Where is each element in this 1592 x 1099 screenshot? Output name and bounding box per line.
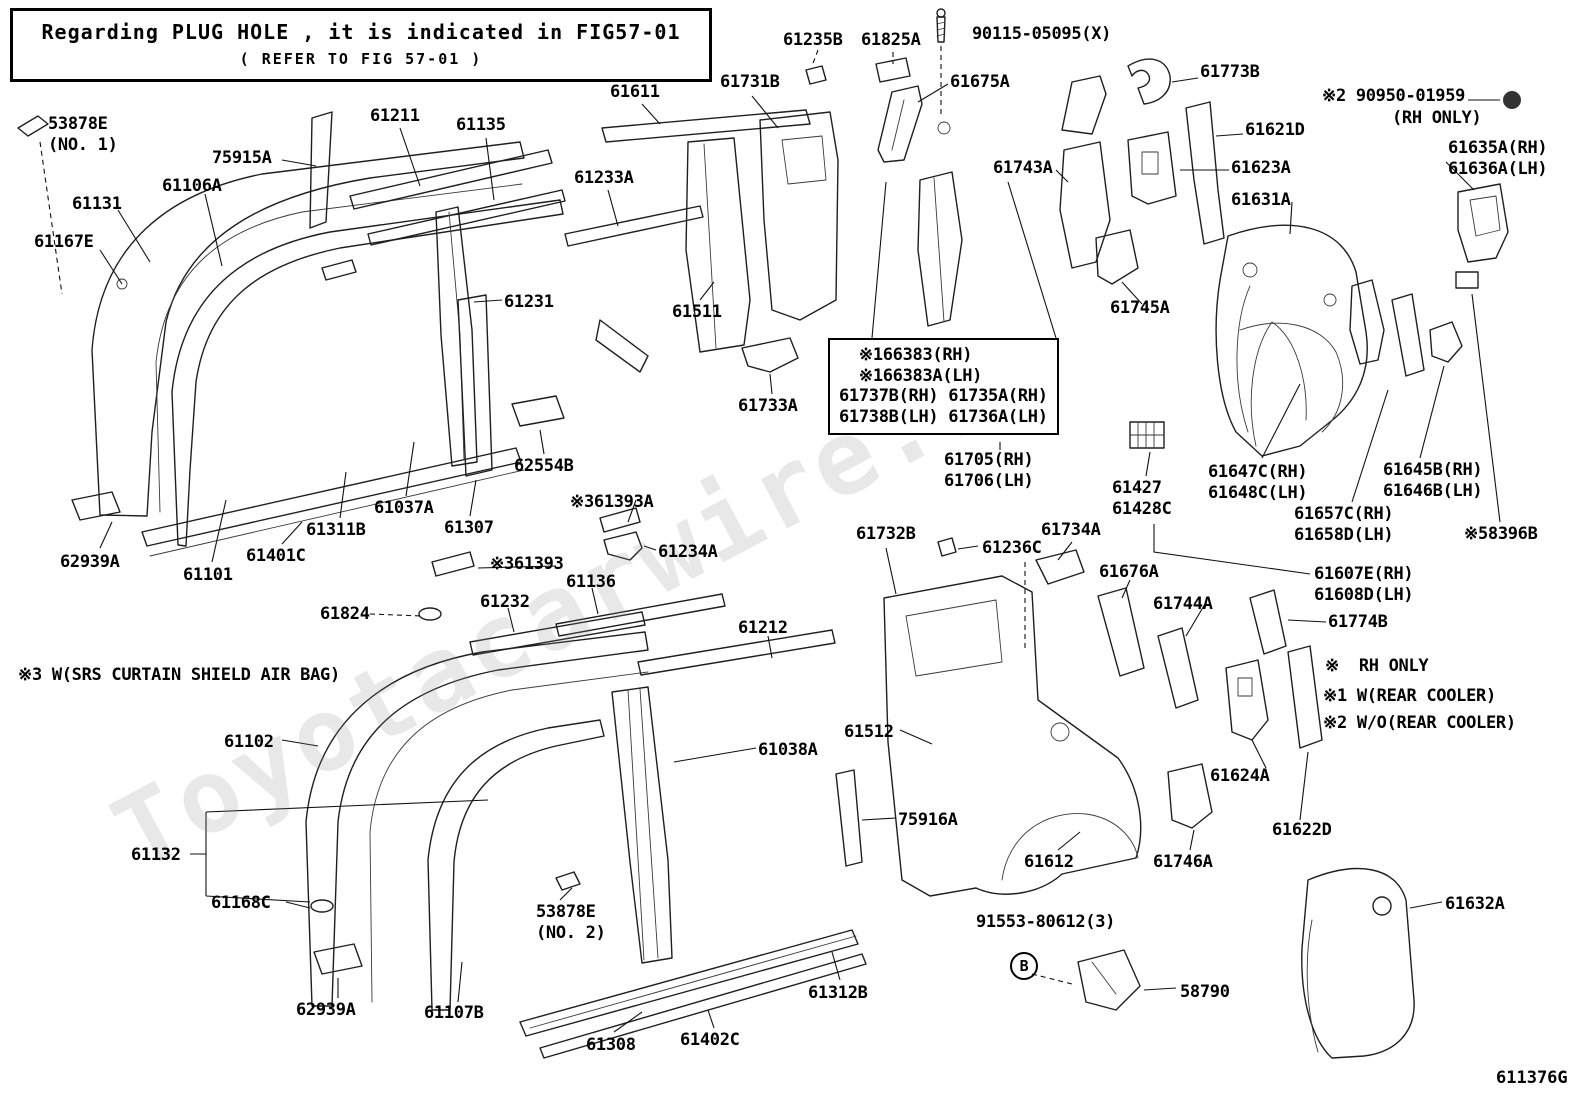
part-label-61705rh: 61705(RH)61706(LH) [944, 450, 1034, 491]
part-label-61624a: 61624A [1210, 766, 1270, 786]
part-label-61657crh: 61657C(RH)61658D(LH) [1294, 504, 1394, 545]
part-label-61038a: 61038A [758, 740, 818, 760]
part-label-61746a: 61746A [1153, 852, 1213, 872]
part-label-61512: 61512 [844, 722, 894, 742]
part-label-61635arh: 61635A(RH)61636A(LH) [1448, 138, 1548, 179]
part-label-61168c: 61168C [211, 893, 271, 913]
part-label-61731b: 61731B [720, 72, 780, 92]
part-label-61402c: 61402C [680, 1030, 740, 1050]
part-label-61135: 61135 [456, 115, 506, 135]
part-label-61233a: 61233A [574, 168, 634, 188]
part-label-1wrearcooler: ※1 W(REAR COOLER) [1323, 686, 1496, 706]
part-label-61825a: 61825A [861, 30, 921, 50]
part-label-61744a: 61744A [1153, 594, 1213, 614]
part-label-58396b: ※58396B [1464, 524, 1538, 544]
part-label-75915a: 75915A [212, 148, 272, 168]
part-label-58790: 58790 [1180, 982, 1230, 1002]
part-label-61631a: 61631A [1231, 190, 1291, 210]
leader-lines [99, 77, 1501, 1033]
part-label-361393: ※361393 [490, 554, 564, 574]
part-label-61037a: 61037A [374, 498, 434, 518]
part-label-29095001959: ※2 90950-01959 [1322, 86, 1466, 106]
part-label-b: B [1010, 952, 1038, 980]
part-label-62939a: 62939A [296, 1000, 356, 1020]
part-label-62554b: 62554B [514, 456, 574, 476]
part-label-61774b: 61774B [1328, 612, 1388, 632]
part-label-361393a: ※361393A [570, 492, 654, 512]
part-label-61676a: 61676A [1099, 562, 1159, 582]
part-label-61732b: 61732B [856, 524, 916, 544]
part-label-61235b: 61235B [783, 30, 843, 50]
part-label-61623a: 61623A [1231, 158, 1291, 178]
part-label-61236c: 61236C [982, 538, 1042, 558]
part-label-53878e: 53878E(NO. 2) [536, 902, 606, 943]
part-label-61622d: 61622D [1272, 820, 1332, 840]
part-label-61773b: 61773B [1200, 62, 1260, 82]
part-label-61733a: 61733A [738, 396, 798, 416]
part-label-61211: 61211 [370, 106, 420, 126]
part-label-rhonly: ※ RH ONLY [1325, 656, 1429, 676]
quarter-panel-sketch [883, 537, 1323, 1011]
part-label-61231: 61231 [504, 292, 554, 312]
part-label-166383rh: ※166383(RH) ※166383A(LH)61737B(RH) 61735… [828, 338, 1059, 435]
part-label-61511: 61511 [672, 302, 722, 322]
part-label-61136: 61136 [566, 572, 616, 592]
part-label-61632a: 61632A [1445, 894, 1505, 914]
part-label-61621d: 61621D [1245, 120, 1305, 140]
part-label-61212: 61212 [738, 618, 788, 638]
part-label-2worearcooler: ※2 W/O(REAR COOLER) [1323, 713, 1516, 733]
inner-bracket-cluster-sketch [877, 58, 1225, 449]
part-label-61102: 61102 [224, 732, 274, 752]
part-label-61612: 61612 [1024, 852, 1074, 872]
rear-wheelhouse-sketch [1215, 91, 1521, 457]
front-pillar-frame-sketch [17, 111, 704, 557]
part-label-61734a: 61734A [1041, 520, 1101, 540]
part-label-61743a: 61743A [993, 158, 1053, 178]
center-pillar-sketch [595, 8, 946, 373]
rear-inner-panel-sketch [1301, 867, 1415, 1059]
part-label-61132: 61132 [131, 845, 181, 865]
part-label-91553806123: 91553-80612(3) [976, 912, 1116, 932]
part-label-61234a: 61234A [658, 542, 718, 562]
part-label-61645brh: 61645B(RH)61646B(LH) [1383, 460, 1483, 501]
part-label-9011505095x: 90115-05095(X) [972, 24, 1112, 44]
part-label-62939a: 62939A [60, 552, 120, 572]
part-label-61607erh: 61607E(RH)61608D(LH) [1314, 564, 1414, 605]
plug-hole-note-line2: ( REFER TO FIG 57-01 ) [239, 50, 483, 68]
part-label-61107b: 61107B [424, 1003, 484, 1023]
part-label-61307: 61307 [444, 518, 494, 538]
part-label-61131: 61131 [72, 194, 122, 214]
part-label-61101: 61101 [183, 565, 233, 585]
part-label-61312b: 61312B [808, 983, 868, 1003]
part-label-61167e: 61167E [34, 232, 94, 252]
part-label-61311b: 61311B [306, 520, 366, 540]
part-label-61401c: 61401C [246, 546, 306, 566]
part-label-75916a: 75916A [898, 810, 958, 830]
part-label-61824: 61824 [320, 604, 370, 624]
part-label-rhonly: (RH ONLY) [1392, 108, 1482, 128]
part-label-61611: 61611 [610, 82, 660, 102]
plug-hole-note-line1: Regarding PLUG HOLE , it is indicated in… [41, 20, 681, 44]
part-label-61232: 61232 [480, 592, 530, 612]
plug-hole-note-box: Regarding PLUG HOLE , it is indicated in… [10, 8, 712, 82]
part-label-61745a: 61745A [1110, 298, 1170, 318]
part-label-61308: 61308 [586, 1035, 636, 1055]
part-label-61106a: 61106A [162, 176, 222, 196]
lower-door-frame-sketch [305, 507, 867, 1059]
part-label-53878e: 53878E(NO. 1) [48, 114, 118, 155]
dashed-construction-lines [39, 46, 1073, 985]
figure-code: 611376G [1496, 1068, 1568, 1088]
part-label-3wsrscurtainshieldairbag: ※3 W(SRS CURTAIN SHIELD AIR BAG) [18, 665, 340, 685]
part-label-61647crh: 61647C(RH)61648C(LH) [1208, 462, 1308, 503]
part-label-61675a: 61675A [950, 72, 1010, 92]
